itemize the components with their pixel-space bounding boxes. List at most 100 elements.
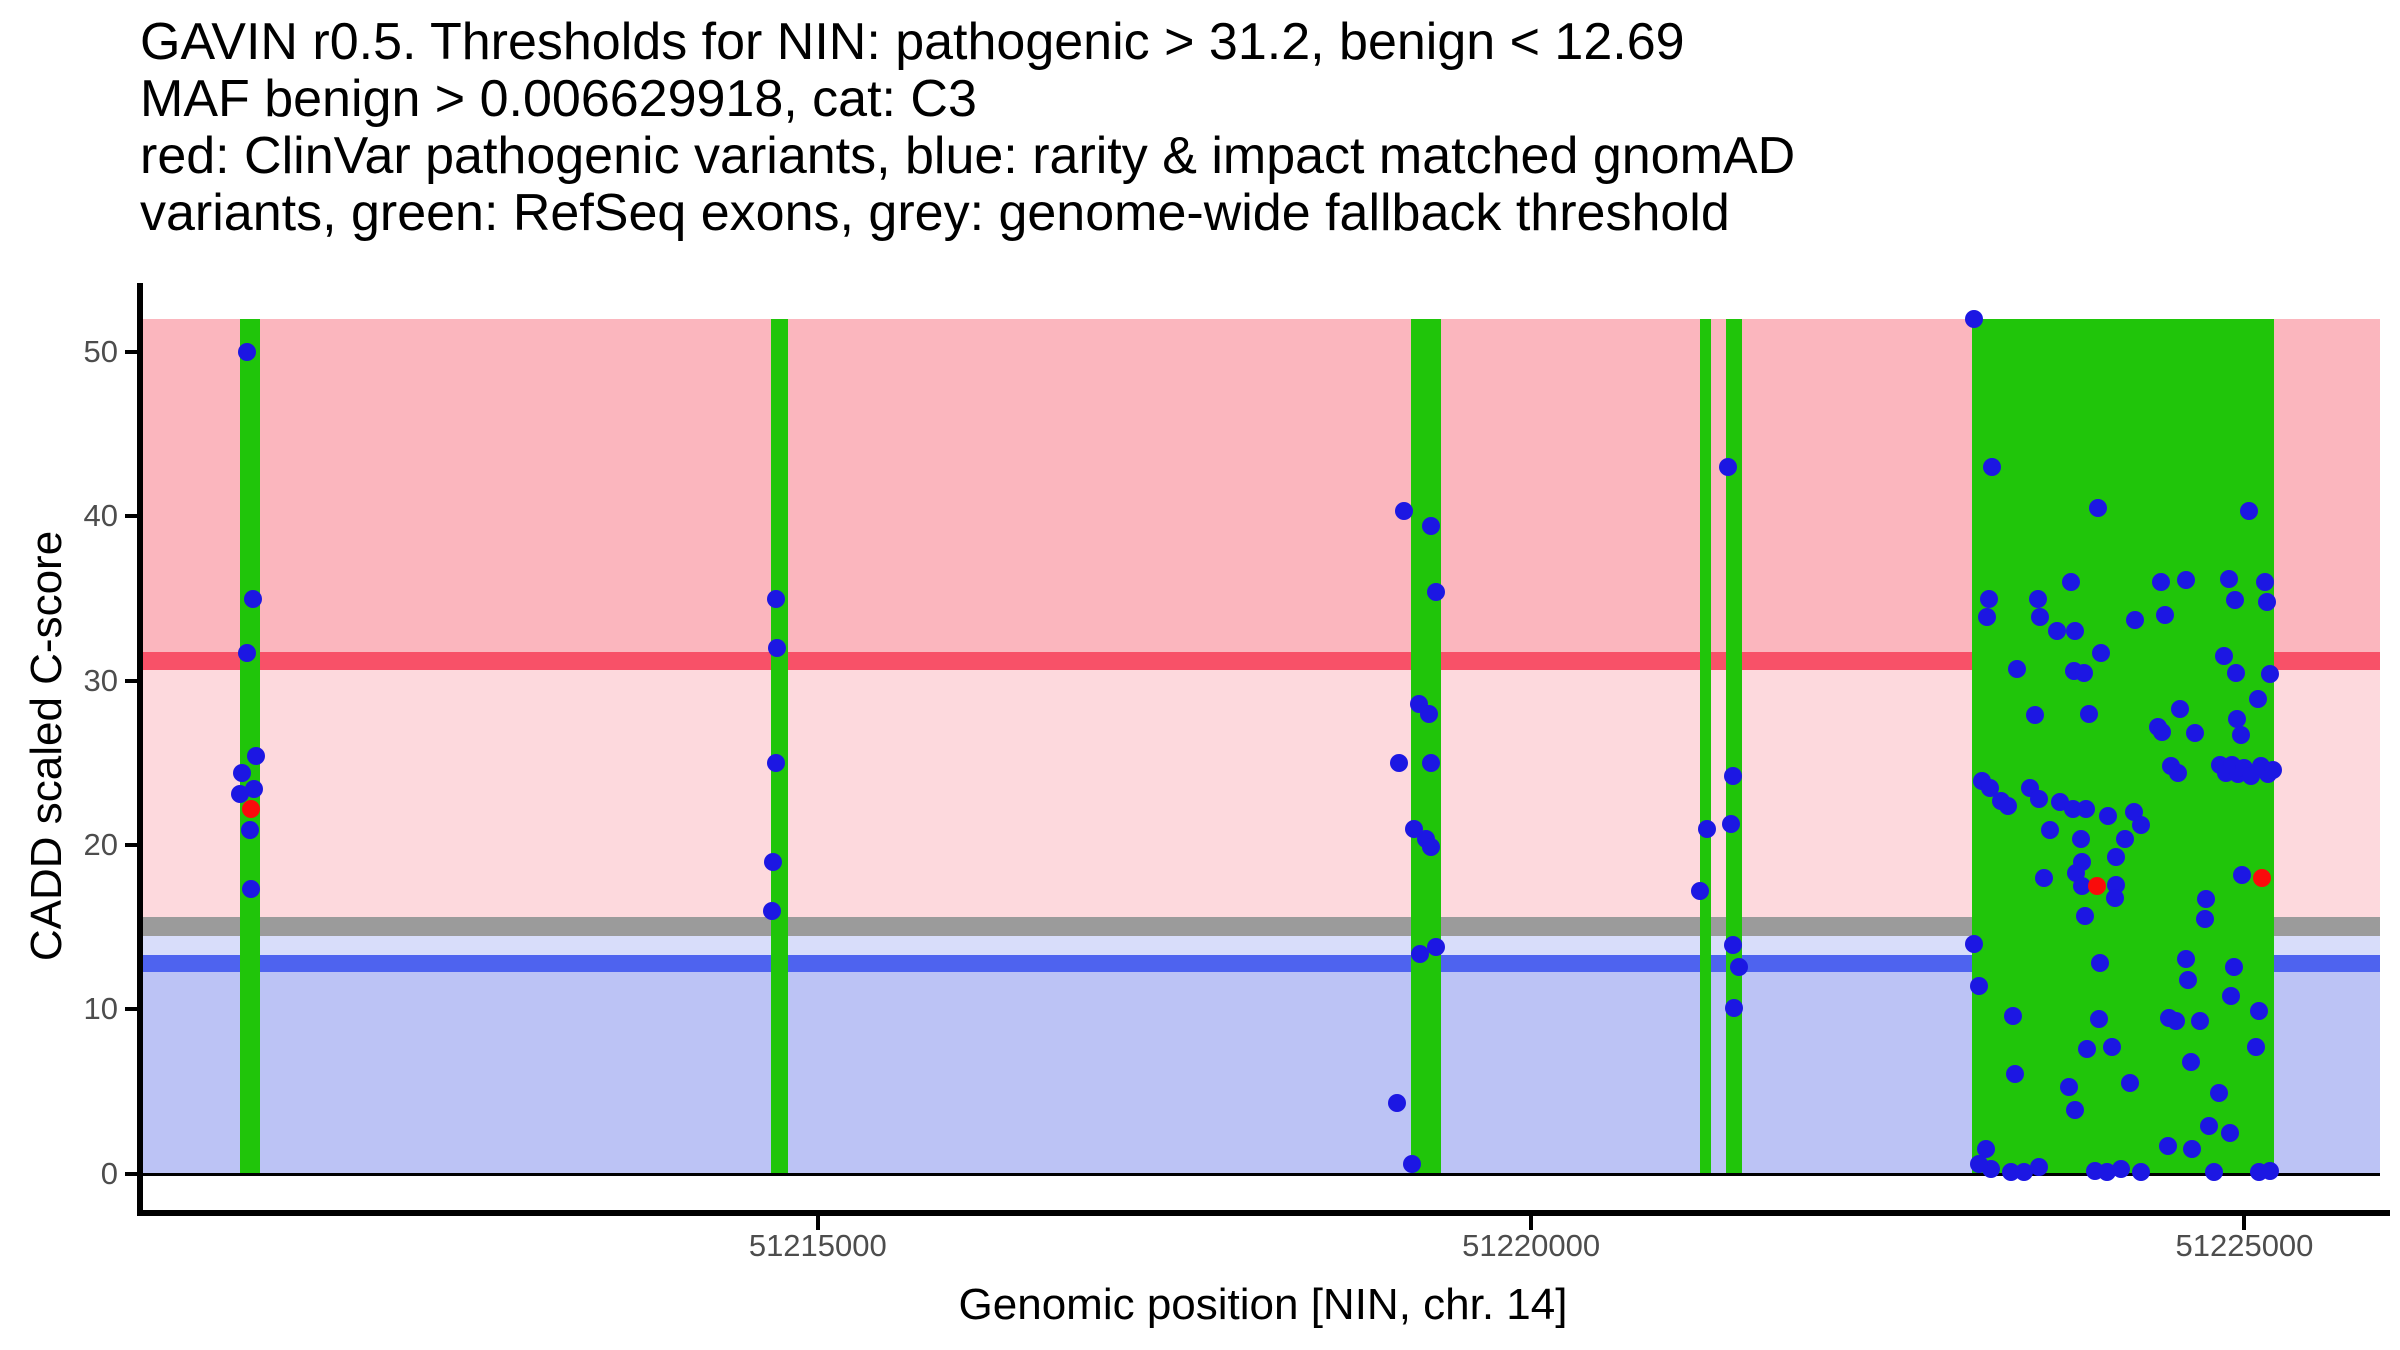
x-tick-label: 51220000 (1462, 1228, 1601, 1263)
gnomad-variant-dot (2221, 1123, 2240, 1142)
gnomad-variant-dot (1427, 938, 1446, 957)
clinvar-variant-dot (242, 799, 261, 818)
gnomad-variant-dot (1970, 977, 1989, 996)
gnomad-variant-dot (1980, 589, 1999, 608)
gnomad-variant-dot (2233, 865, 2252, 884)
gnomad-variant-dot (2153, 722, 2171, 741)
gnomad-variant-dot (2178, 970, 2197, 989)
gnomad-variant-dot (2166, 1011, 2185, 1030)
plot-title-line-3: red: ClinVar pathogenic variants, blue: … (140, 127, 1796, 185)
gnomad-variant-dot (1724, 767, 1742, 786)
gnomad-variant-dot (2181, 1053, 2200, 1072)
gnomad-variant-dot (2132, 1163, 2151, 1182)
gnomad-variant-dot (1422, 837, 1441, 856)
gnomad-variant-dot (1420, 704, 1439, 723)
gnomad-variant-dot (245, 780, 264, 799)
gnomad-variant-dot (764, 852, 783, 871)
gnomad-variant-dot (247, 747, 266, 766)
x-tick-label: 51225000 (2175, 1228, 2314, 1263)
gnomad-variant-dot (2004, 1007, 2023, 1026)
gnomad-variant-dot (2077, 1039, 2096, 1058)
x-tick-label: 51215000 (748, 1228, 887, 1263)
gnomad-variant-dot (2091, 954, 2110, 973)
gnomad-variant-dot (2031, 607, 2050, 626)
gnomad-variant-dot (2215, 647, 2234, 666)
gnomad-variant-dot (1422, 753, 1441, 772)
x-tick-mark (815, 1216, 820, 1230)
gnomad-variant-dot (241, 821, 260, 840)
gnomad-variant-dot (2015, 1163, 2034, 1182)
gnomad-variant-dot (2112, 1159, 2131, 1178)
plot-panel (143, 283, 2380, 1210)
gnomad-variant-dot (2059, 1077, 2078, 1096)
pathogenic-threshold-line (143, 651, 2380, 671)
zero-baseline (143, 1172, 2380, 1176)
y-tick-mark (125, 678, 137, 683)
gnomad-variant-dot (2258, 592, 2276, 611)
y-tick-mark (125, 514, 137, 519)
gnomad-variant-dot (2041, 821, 2059, 840)
y-tick-label: 30 (83, 662, 118, 698)
gnomad-variant-dot (1965, 934, 1984, 953)
gnomad-variant-dot (2074, 663, 2093, 682)
gnomad-variant-dot (2106, 888, 2125, 907)
gnomad-variant-dot (1730, 957, 1748, 976)
gnomad-variant-dot (2065, 1100, 2084, 1119)
gnomad-variant-dot (1725, 998, 1743, 1017)
refseq-exon-rect (1725, 319, 1743, 1174)
gnomad-variant-dot (1395, 502, 1414, 521)
plot-title-line-2: MAF benign > 0.006629918, cat: C3 (140, 70, 977, 128)
gnomad-variant-dot (2072, 877, 2091, 896)
gnomad-variant-dot (2182, 1140, 2201, 1159)
gnomad-variant-dot (2261, 1161, 2279, 1180)
gnomad-variant-dot (231, 785, 250, 804)
gnomad-variant-dot (2048, 622, 2066, 641)
plot-title-line-4: variants, green: RefSeq exons, grey: gen… (140, 184, 1730, 242)
gnomad-variant-dot (238, 343, 257, 362)
gnomad-variant-dot (2030, 790, 2049, 809)
gnomad-variant-dot (244, 589, 263, 608)
gnomad-variant-dot (2035, 868, 2054, 887)
y-tick-label: 40 (83, 498, 118, 534)
gnomad-variant-dot (242, 880, 261, 899)
gnomad-variant-dot (2006, 1064, 2025, 1083)
genome-wide-fallback-line (143, 917, 2380, 936)
gnomad-variant-dot (2204, 1163, 2223, 1182)
gnomad-variant-dot (2103, 1038, 2122, 1057)
y-tick-mark (125, 843, 137, 848)
x-axis-title: Genomic position [NIN, chr. 14] (958, 1280, 1568, 1329)
plot-title: GAVIN r0.5. Thresholds for NIN: pathogen… (140, 14, 1795, 242)
light-benign-strip (143, 935, 2380, 956)
gnomad-variant-dot (2247, 1038, 2266, 1057)
gnomad-variant-dot (1411, 944, 1430, 963)
gnomad-variant-dot (2156, 606, 2174, 624)
gnomad-variant-dot (2226, 591, 2245, 610)
gnomad-variant-dot (2099, 806, 2118, 825)
gnomad-variant-dot (2071, 829, 2090, 848)
gnomad-variant-dot (2092, 643, 2111, 662)
gnomad-variant-dot (767, 589, 786, 608)
gnomad-variant-dot (2152, 573, 2170, 592)
gnomad-variant-dot (2249, 689, 2268, 708)
gnomad-variant-dot (2199, 1117, 2218, 1136)
y-tick-mark (125, 350, 137, 355)
gnomad-variant-dot (1978, 607, 1997, 626)
gnomad-variant-dot (2030, 1158, 2049, 1177)
gnomad-variant-dot (2126, 610, 2145, 629)
gnomad-variant-dot (2228, 709, 2247, 728)
gnomad-variant-dot (2008, 660, 2027, 679)
y-tick-mark (125, 1007, 137, 1012)
gnomad-variant-dot (767, 753, 786, 772)
gnomad-variant-dot (1390, 753, 1409, 772)
x-tick-mark (1529, 1216, 1534, 1230)
plot-title-line-1: GAVIN r0.5. Thresholds for NIN: pathogen… (140, 13, 1685, 71)
gnomad-variant-dot (2075, 906, 2094, 925)
clinvar-variant-dot (2253, 868, 2271, 887)
gnomad-variant-dot (2256, 573, 2274, 592)
y-tick-label: 50 (83, 334, 118, 370)
y-tick-label: 10 (83, 991, 118, 1027)
benign-threshold-line (143, 955, 2380, 973)
gnomad-variant-dot (2107, 847, 2126, 866)
gnomad-variant-dot (238, 643, 257, 662)
